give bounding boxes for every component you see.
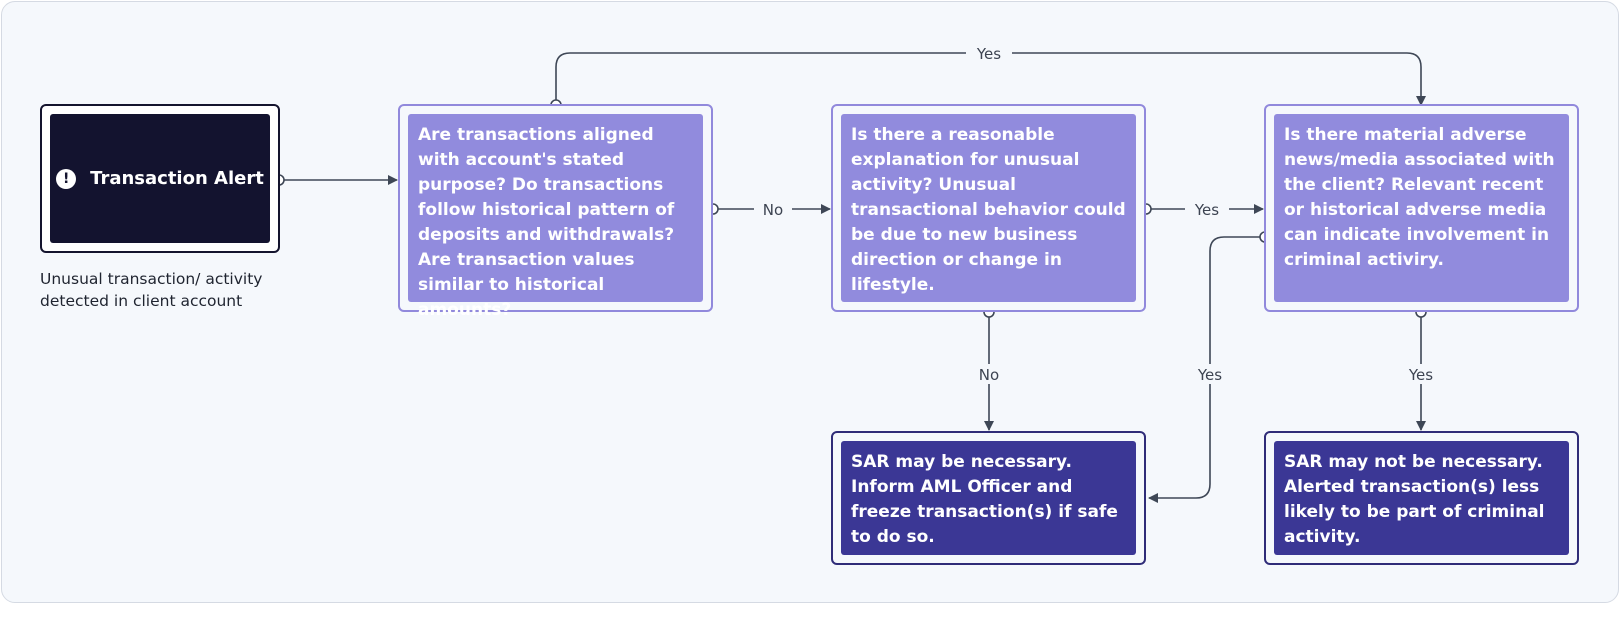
result-node-sar-necessary[interactable]: SAR may be necessary. Inform AML Officer… xyxy=(831,431,1146,565)
question-node-adverse-media[interactable]: Is there material adverse news/media ass… xyxy=(1264,104,1579,312)
transaction-alert-node[interactable]: ! Transaction Alert xyxy=(40,104,280,253)
transaction-alert-caption: Unusual transaction/ activity detected i… xyxy=(40,270,263,310)
edge-label-q2-to-sar: No xyxy=(979,366,999,384)
question-text-account-purpose: Are transactions aligned with account's … xyxy=(408,114,703,320)
transaction-alert-body: ! Transaction Alert xyxy=(50,114,270,243)
edge-label-q2-to-q3: Yes xyxy=(1194,201,1219,219)
transaction-alert-title: Transaction Alert xyxy=(90,168,264,189)
question-text-adverse-media: Is there material adverse news/media ass… xyxy=(1274,114,1569,302)
result-text-sar-necessary: SAR may be necessary. Inform AML Officer… xyxy=(841,441,1136,555)
question-node-account-purpose[interactable]: Are transactions aligned with account's … xyxy=(398,104,713,320)
question-node-reasonable-explanation[interactable]: Is there a reasonable explanation for un… xyxy=(831,104,1146,312)
edge-label-q1-to-q2: No xyxy=(763,201,783,219)
exclamation-circle-icon: ! xyxy=(56,168,77,189)
edge-label-q1-to-q3: Yes xyxy=(976,45,1001,63)
edge-label-q3-to-sar: Yes xyxy=(1197,366,1222,384)
edge-label-q3-to-no-sar: Yes xyxy=(1408,366,1433,384)
question-text-reasonable-explanation: Is there a reasonable explanation for un… xyxy=(841,114,1136,302)
result-text-sar-not-necessary: SAR may not be necessary. Alerted transa… xyxy=(1274,441,1569,555)
result-node-sar-not-necessary[interactable]: SAR may not be necessary. Alerted transa… xyxy=(1264,431,1579,565)
